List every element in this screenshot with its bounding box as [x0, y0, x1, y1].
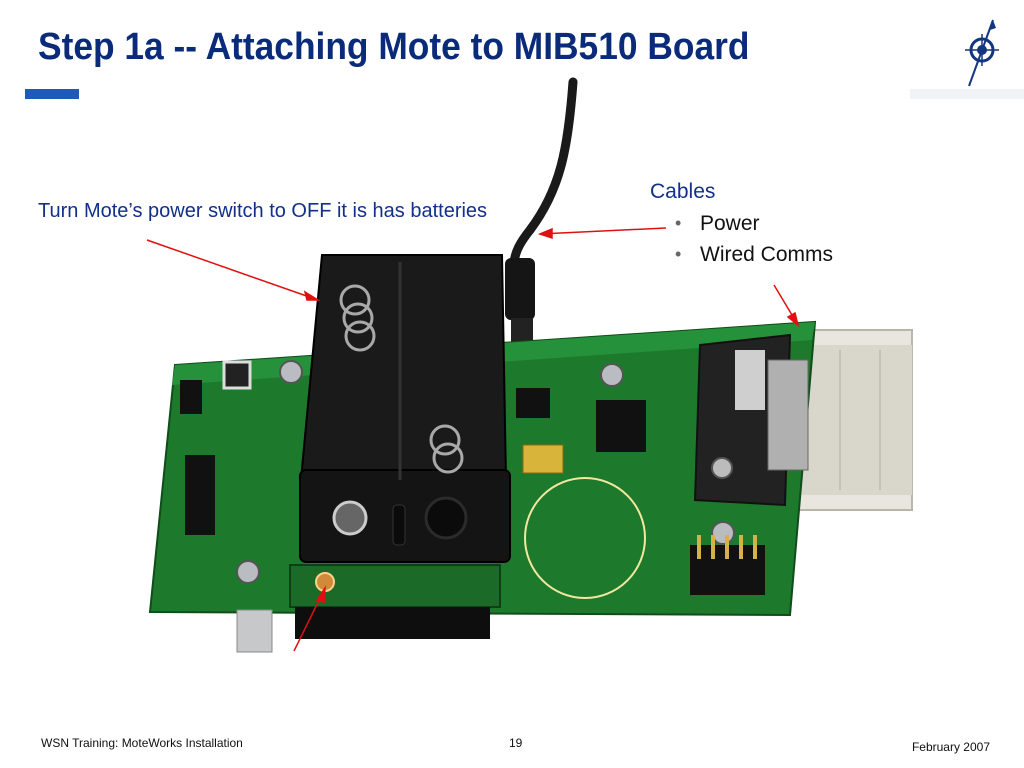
- cables-item-wired-comms: Wired Comms: [650, 239, 833, 270]
- footer-course: WSN Training: MoteWorks Installation: [41, 736, 243, 750]
- cables-item-power: Power: [650, 208, 833, 239]
- power-switch-note: Turn Mote’s power switch to OFF it is ha…: [38, 200, 488, 222]
- cables-list: Power Wired Comms: [650, 208, 833, 270]
- footer-date: February 2007: [911, 740, 990, 754]
- title-rule: [910, 89, 1024, 99]
- slide-title: Step 1a -- Attaching Mote to MIB510 Boar…: [38, 26, 750, 68]
- page-number: 19: [509, 736, 523, 750]
- cables-callout: Cables Power Wired Comms: [650, 180, 833, 270]
- title-accent-bar: [25, 89, 79, 99]
- compass-logo-icon: [965, 19, 999, 87]
- cables-heading: Cables: [650, 180, 716, 203]
